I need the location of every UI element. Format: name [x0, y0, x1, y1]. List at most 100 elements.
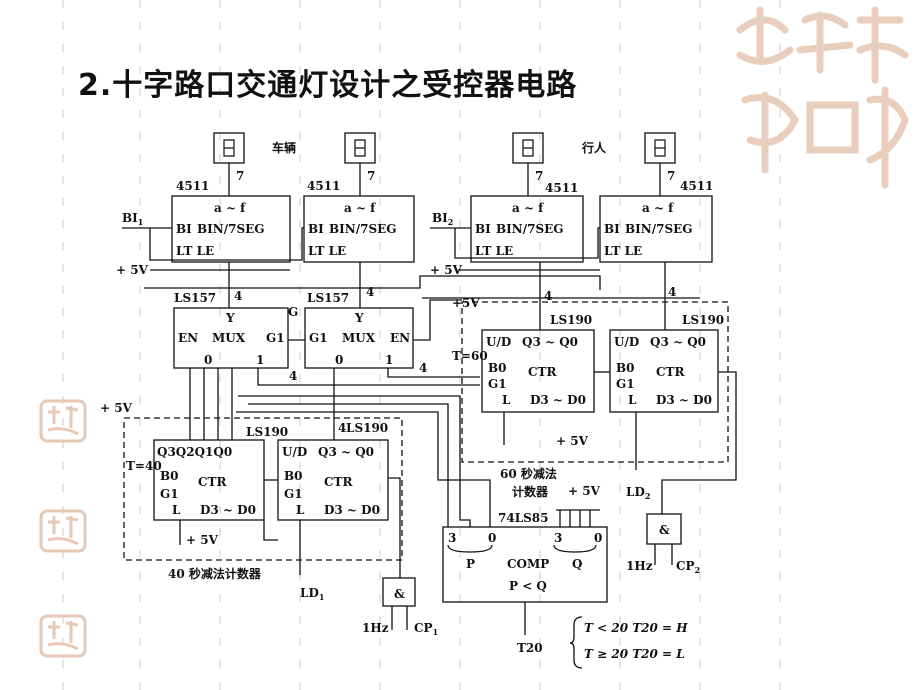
- pin-4-g: 4: [338, 421, 346, 435]
- mux-b-g1: G1: [309, 331, 328, 345]
- comp-p: P: [466, 557, 475, 571]
- counter-d-g1: G1: [616, 377, 635, 391]
- counter-d-d: D3 ~ D0: [656, 393, 712, 407]
- counter-c-chip: LS190: [550, 313, 592, 327]
- counter-b-b0: B0: [284, 469, 303, 483]
- comp-3a: 3: [448, 531, 456, 545]
- ld2-label: LD2: [626, 485, 650, 501]
- comp-0b: 0: [594, 531, 602, 545]
- counter-a-ctr: CTR: [198, 475, 227, 489]
- counter-a-g1: G1: [160, 487, 179, 501]
- comp-label: COMP: [507, 557, 549, 571]
- watermark-seal-large: [736, 6, 909, 189]
- decoder-c-bi: BI: [475, 222, 491, 236]
- mux-a-y: Y: [225, 311, 235, 325]
- title-number: 2.: [78, 68, 113, 103]
- mux-b-1: 1: [385, 353, 393, 367]
- plus5v-d: + 5V: [100, 401, 133, 415]
- mux-g-label: G: [288, 305, 298, 319]
- counter-c-g1: G1: [488, 377, 507, 391]
- counter60-caption-a: 60 秒减法: [500, 466, 557, 481]
- decoder-b-ltle: LT LE: [308, 244, 346, 258]
- label-vehicle: 车辆: [272, 140, 296, 155]
- decoder-d-bin: BIN/7SEG: [625, 222, 693, 236]
- counter-d-q: Q3 ~ Q0: [650, 335, 706, 349]
- plus5v-c: +5V: [452, 296, 480, 310]
- counter-a-outputs: Q3Q2Q1Q0: [157, 445, 232, 459]
- clock-1hz-b: 1Hz: [626, 559, 653, 573]
- counter-b-g1: G1: [284, 487, 303, 501]
- counter-c-d: D3 ~ D0: [530, 393, 586, 407]
- ld1-label: LD1: [300, 586, 324, 602]
- mux-a-1: 1: [256, 353, 264, 367]
- decoder-a-ltle: LT LE: [176, 244, 214, 258]
- chip-4511-a: 4511: [176, 179, 209, 193]
- pin-7-a: 7: [236, 169, 244, 183]
- title-text: 十字路口交通灯设计之受控器电路: [112, 68, 578, 103]
- label-pedestrian: 行人: [581, 140, 607, 155]
- counter-c-q: Q3 ~ Q0: [522, 335, 578, 349]
- comp-plq: P < Q: [509, 579, 547, 593]
- decoder-a-bi: BI: [176, 222, 192, 236]
- mux-a-0: 0: [204, 353, 212, 367]
- comp-q: Q: [572, 557, 582, 571]
- bi1-label: BI1: [122, 211, 143, 227]
- comp-0a: 0: [488, 531, 496, 545]
- pin-7-b: 7: [367, 169, 375, 183]
- decoder-c-ltle: LT LE: [475, 244, 513, 258]
- mux-a-g1: G1: [266, 331, 285, 345]
- mux-a-label: MUX: [212, 331, 246, 345]
- watermark-seal-small-1: [39, 399, 87, 443]
- counter-b-chip: LS190: [346, 421, 388, 435]
- decoder-b-bin: BIN/7SEG: [329, 222, 397, 236]
- counter-b-q: Q3 ~ Q0: [318, 445, 374, 459]
- watermark-seal-small-3: [39, 614, 87, 658]
- decoder-d-top: a ~ f: [642, 201, 674, 215]
- decoder-b-top: a ~ f: [344, 201, 376, 215]
- t40-label: T=40: [126, 459, 162, 473]
- mux-a-chip: LS157: [174, 291, 216, 305]
- chip-4511-c: 4511: [545, 181, 578, 195]
- counter-d-ud: U/D: [614, 335, 639, 349]
- mux-b-y: Y: [354, 311, 364, 325]
- decoder-c-top: a ~ f: [512, 201, 544, 215]
- pin-4-a: 4: [234, 289, 242, 303]
- counter-c-ud: U/D: [486, 335, 511, 349]
- pin-4-f: 4: [419, 361, 427, 375]
- cp2-label: CP2: [676, 559, 700, 575]
- slide-title: 2.十字路口交通灯设计之受控器电路: [78, 60, 577, 104]
- and-gate-1-symbol: &: [394, 587, 405, 601]
- plus5v-a: + 5V: [116, 263, 149, 277]
- condition-1: T < 20 T20 = H: [584, 621, 688, 635]
- mux-b-chip: LS157: [307, 291, 349, 305]
- chip-4511-b: 4511: [307, 179, 340, 193]
- plus5v-f: + 5V: [556, 434, 589, 448]
- decoder-d-bi: BI: [604, 222, 620, 236]
- pin-4-b: 4: [366, 285, 374, 299]
- counter-c-ctr: CTR: [528, 365, 557, 379]
- counter-b-ctr: CTR: [324, 475, 353, 489]
- pin-7-d: 7: [667, 169, 675, 183]
- counter-d-ctr: CTR: [656, 365, 685, 379]
- bi2-label: BI2: [432, 211, 453, 227]
- cp1-label: CP1: [414, 621, 438, 637]
- mux-b-en: EN: [390, 331, 410, 345]
- decoder-d-ltle: LT LE: [604, 244, 642, 258]
- pin-4-e: 4: [289, 369, 297, 383]
- plus5v-e: + 5V: [186, 533, 219, 547]
- decoder-c-bin: BIN/7SEG: [496, 222, 564, 236]
- and-gate-2-symbol: &: [659, 523, 670, 537]
- plus5v-g: + 5V: [568, 484, 601, 498]
- pin-4-d: 4: [668, 285, 676, 299]
- mux-b-0: 0: [335, 353, 343, 367]
- plus5v-b: + 5V: [430, 263, 463, 277]
- mux-b-label: MUX: [342, 331, 376, 345]
- pin-7-c: 7: [535, 169, 543, 183]
- t60-label: T=60: [452, 349, 488, 363]
- decoder-a-top: a ~ f: [214, 201, 246, 215]
- counter-d-l: L: [628, 393, 637, 407]
- counter-b-l: L: [296, 503, 305, 517]
- watermark-seal-small-2: [39, 509, 87, 553]
- counter-c-l: L: [502, 393, 511, 407]
- counter-d-chip: LS190: [682, 313, 724, 327]
